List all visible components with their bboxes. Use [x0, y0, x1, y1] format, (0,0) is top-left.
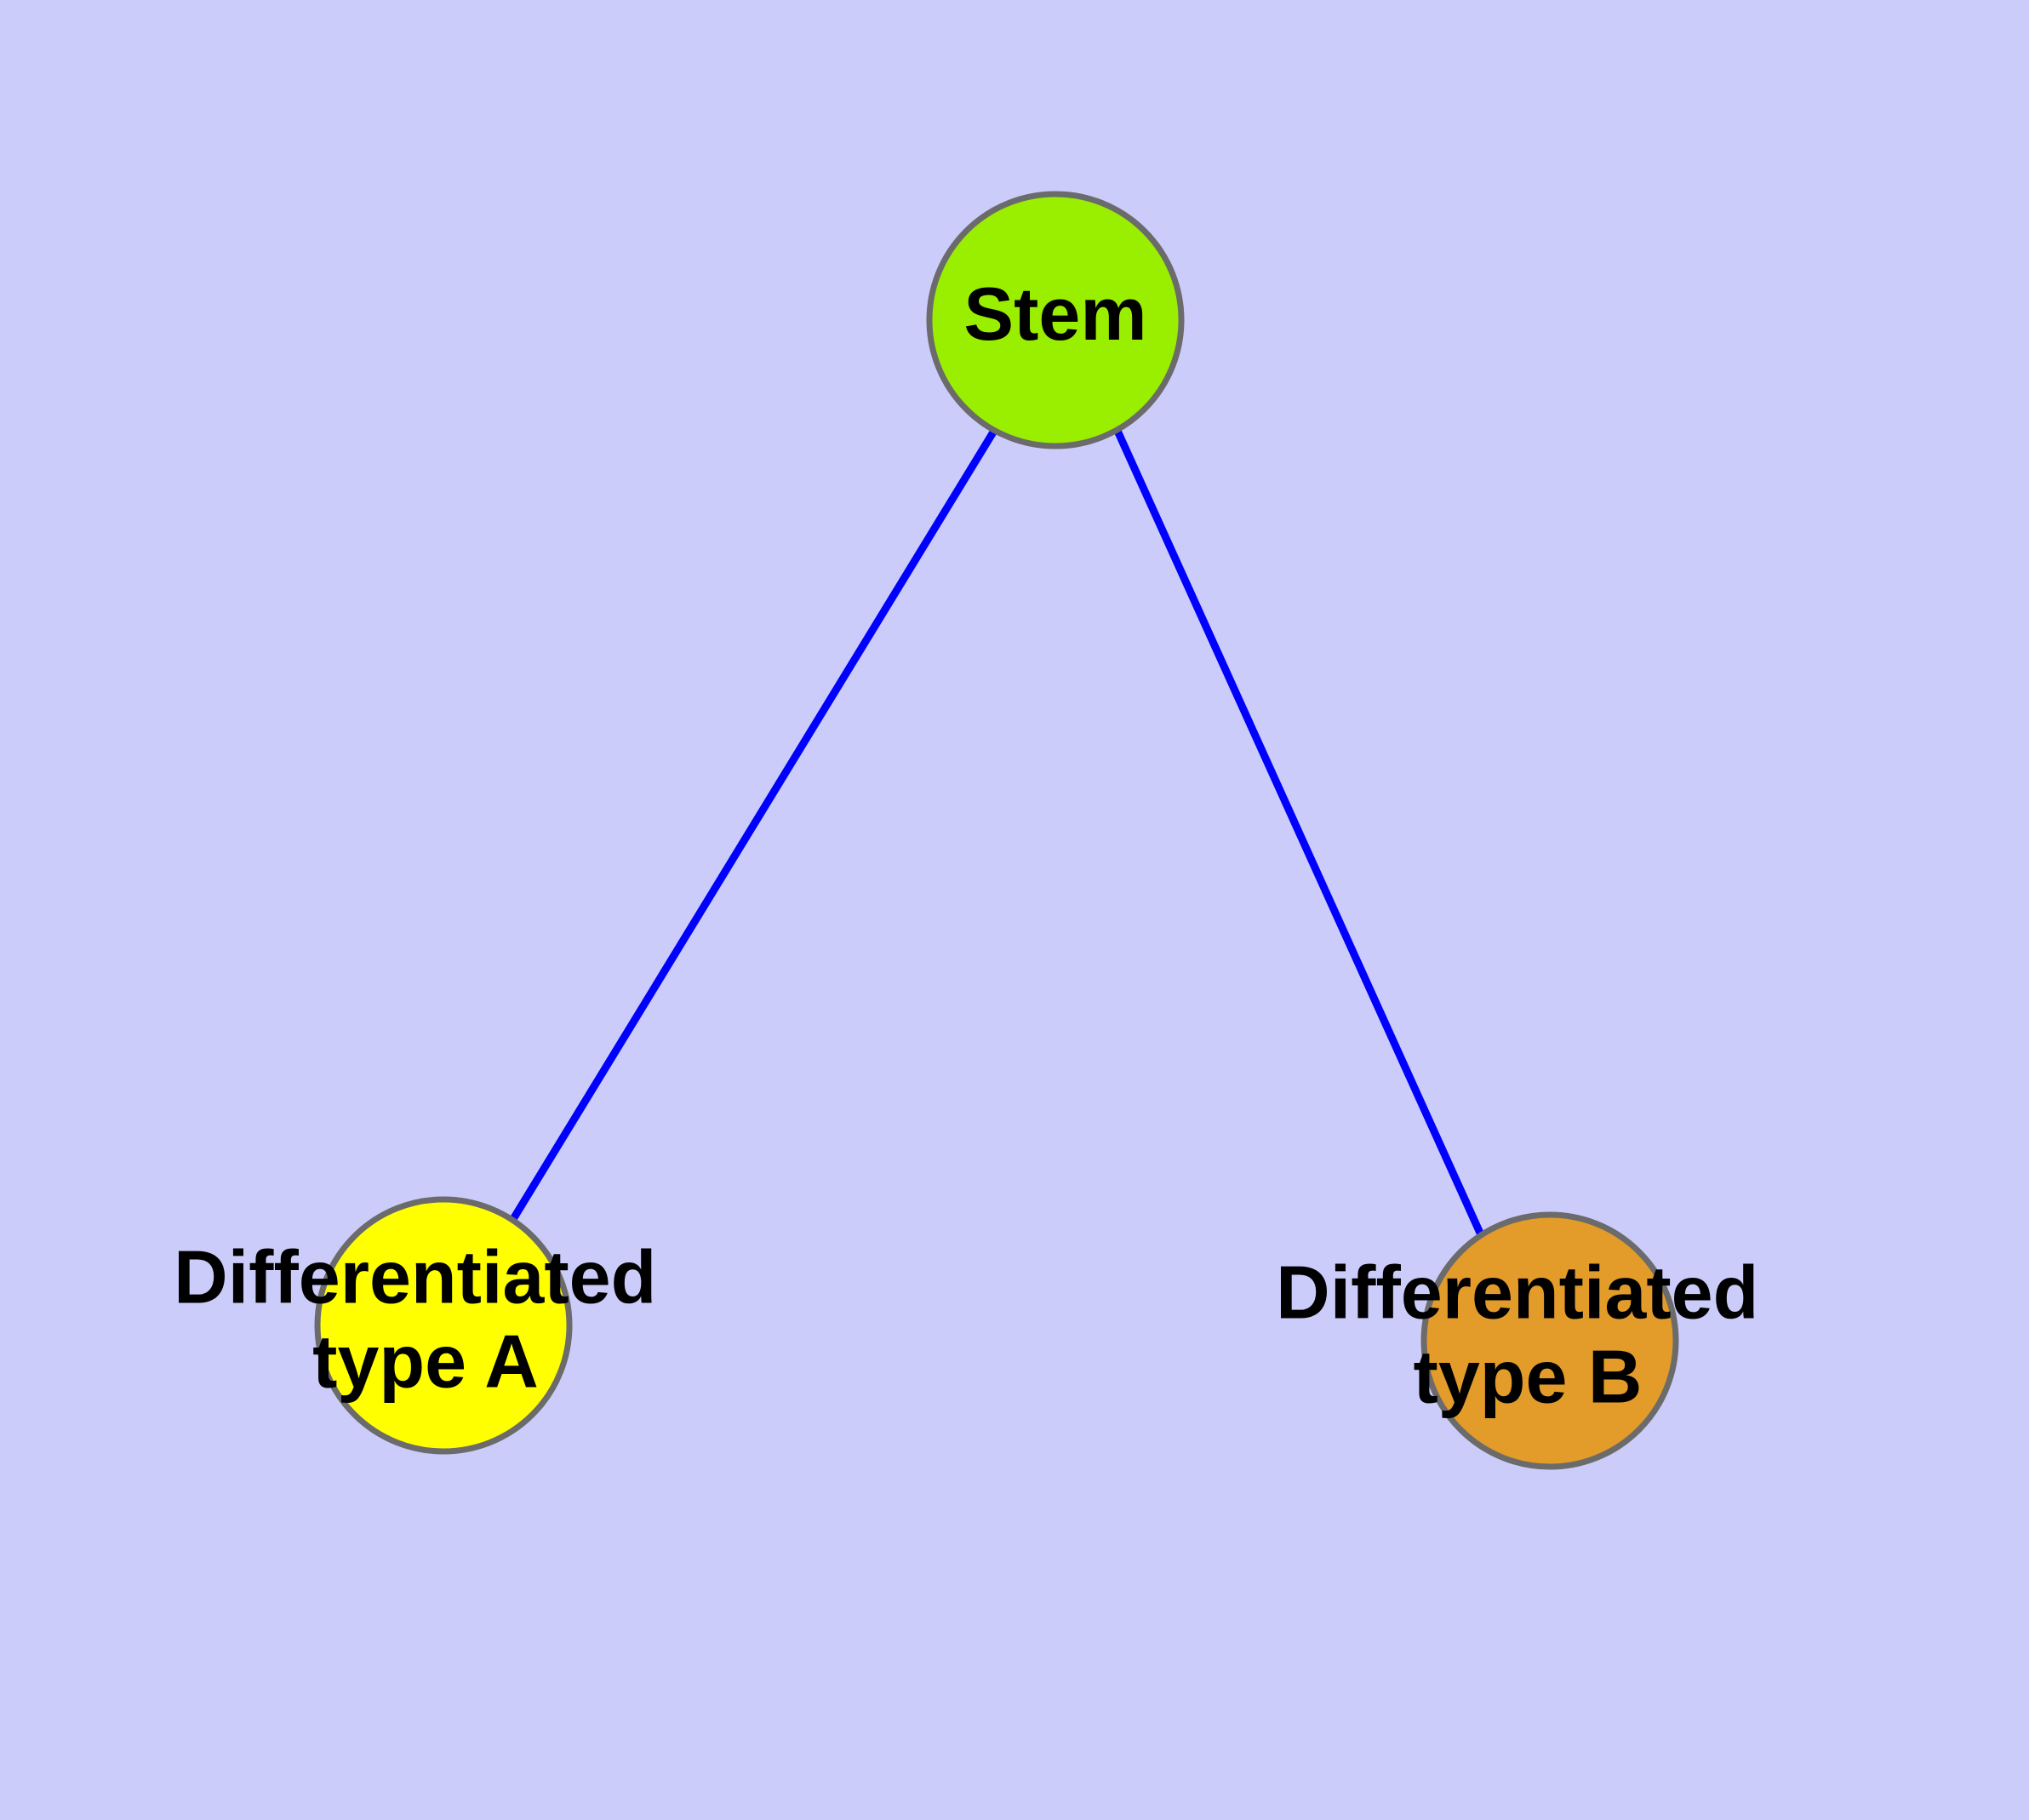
label-layer: Differentiated type A Differentiated typ… [174, 272, 1780, 1419]
node-label-diff-a: Differentiated type A [174, 1235, 677, 1404]
node-label-diff-b-line-2: type B [1414, 1335, 1643, 1419]
node-diff-a[interactable] [314, 1196, 573, 1455]
node-label-stem: Stem [963, 272, 1146, 356]
node-circle-diff-a[interactable] [314, 1196, 573, 1455]
node-circle-stem[interactable] [926, 191, 1185, 449]
node-circle-diff-b[interactable] [1420, 1211, 1679, 1470]
node-label-stem-line-1: Stem [963, 272, 1146, 356]
node-stem[interactable] [926, 191, 1185, 449]
node-label-diff-a-line-2: type A [312, 1319, 539, 1404]
node-label-diff-a-line-1: Differentiated [174, 1235, 656, 1319]
node-diff-b[interactable] [1420, 1211, 1679, 1470]
edge-stem-to-diff-b[interactable] [1113, 429, 1487, 1240]
node-label-diff-b: Differentiated type B [1276, 1251, 1780, 1419]
edge-layer [507, 428, 1487, 1240]
edge-stem-to-diff-a[interactable] [507, 428, 997, 1226]
node-layer [314, 191, 1679, 1470]
node-label-diff-b-line-1: Differentiated [1276, 1251, 1758, 1335]
